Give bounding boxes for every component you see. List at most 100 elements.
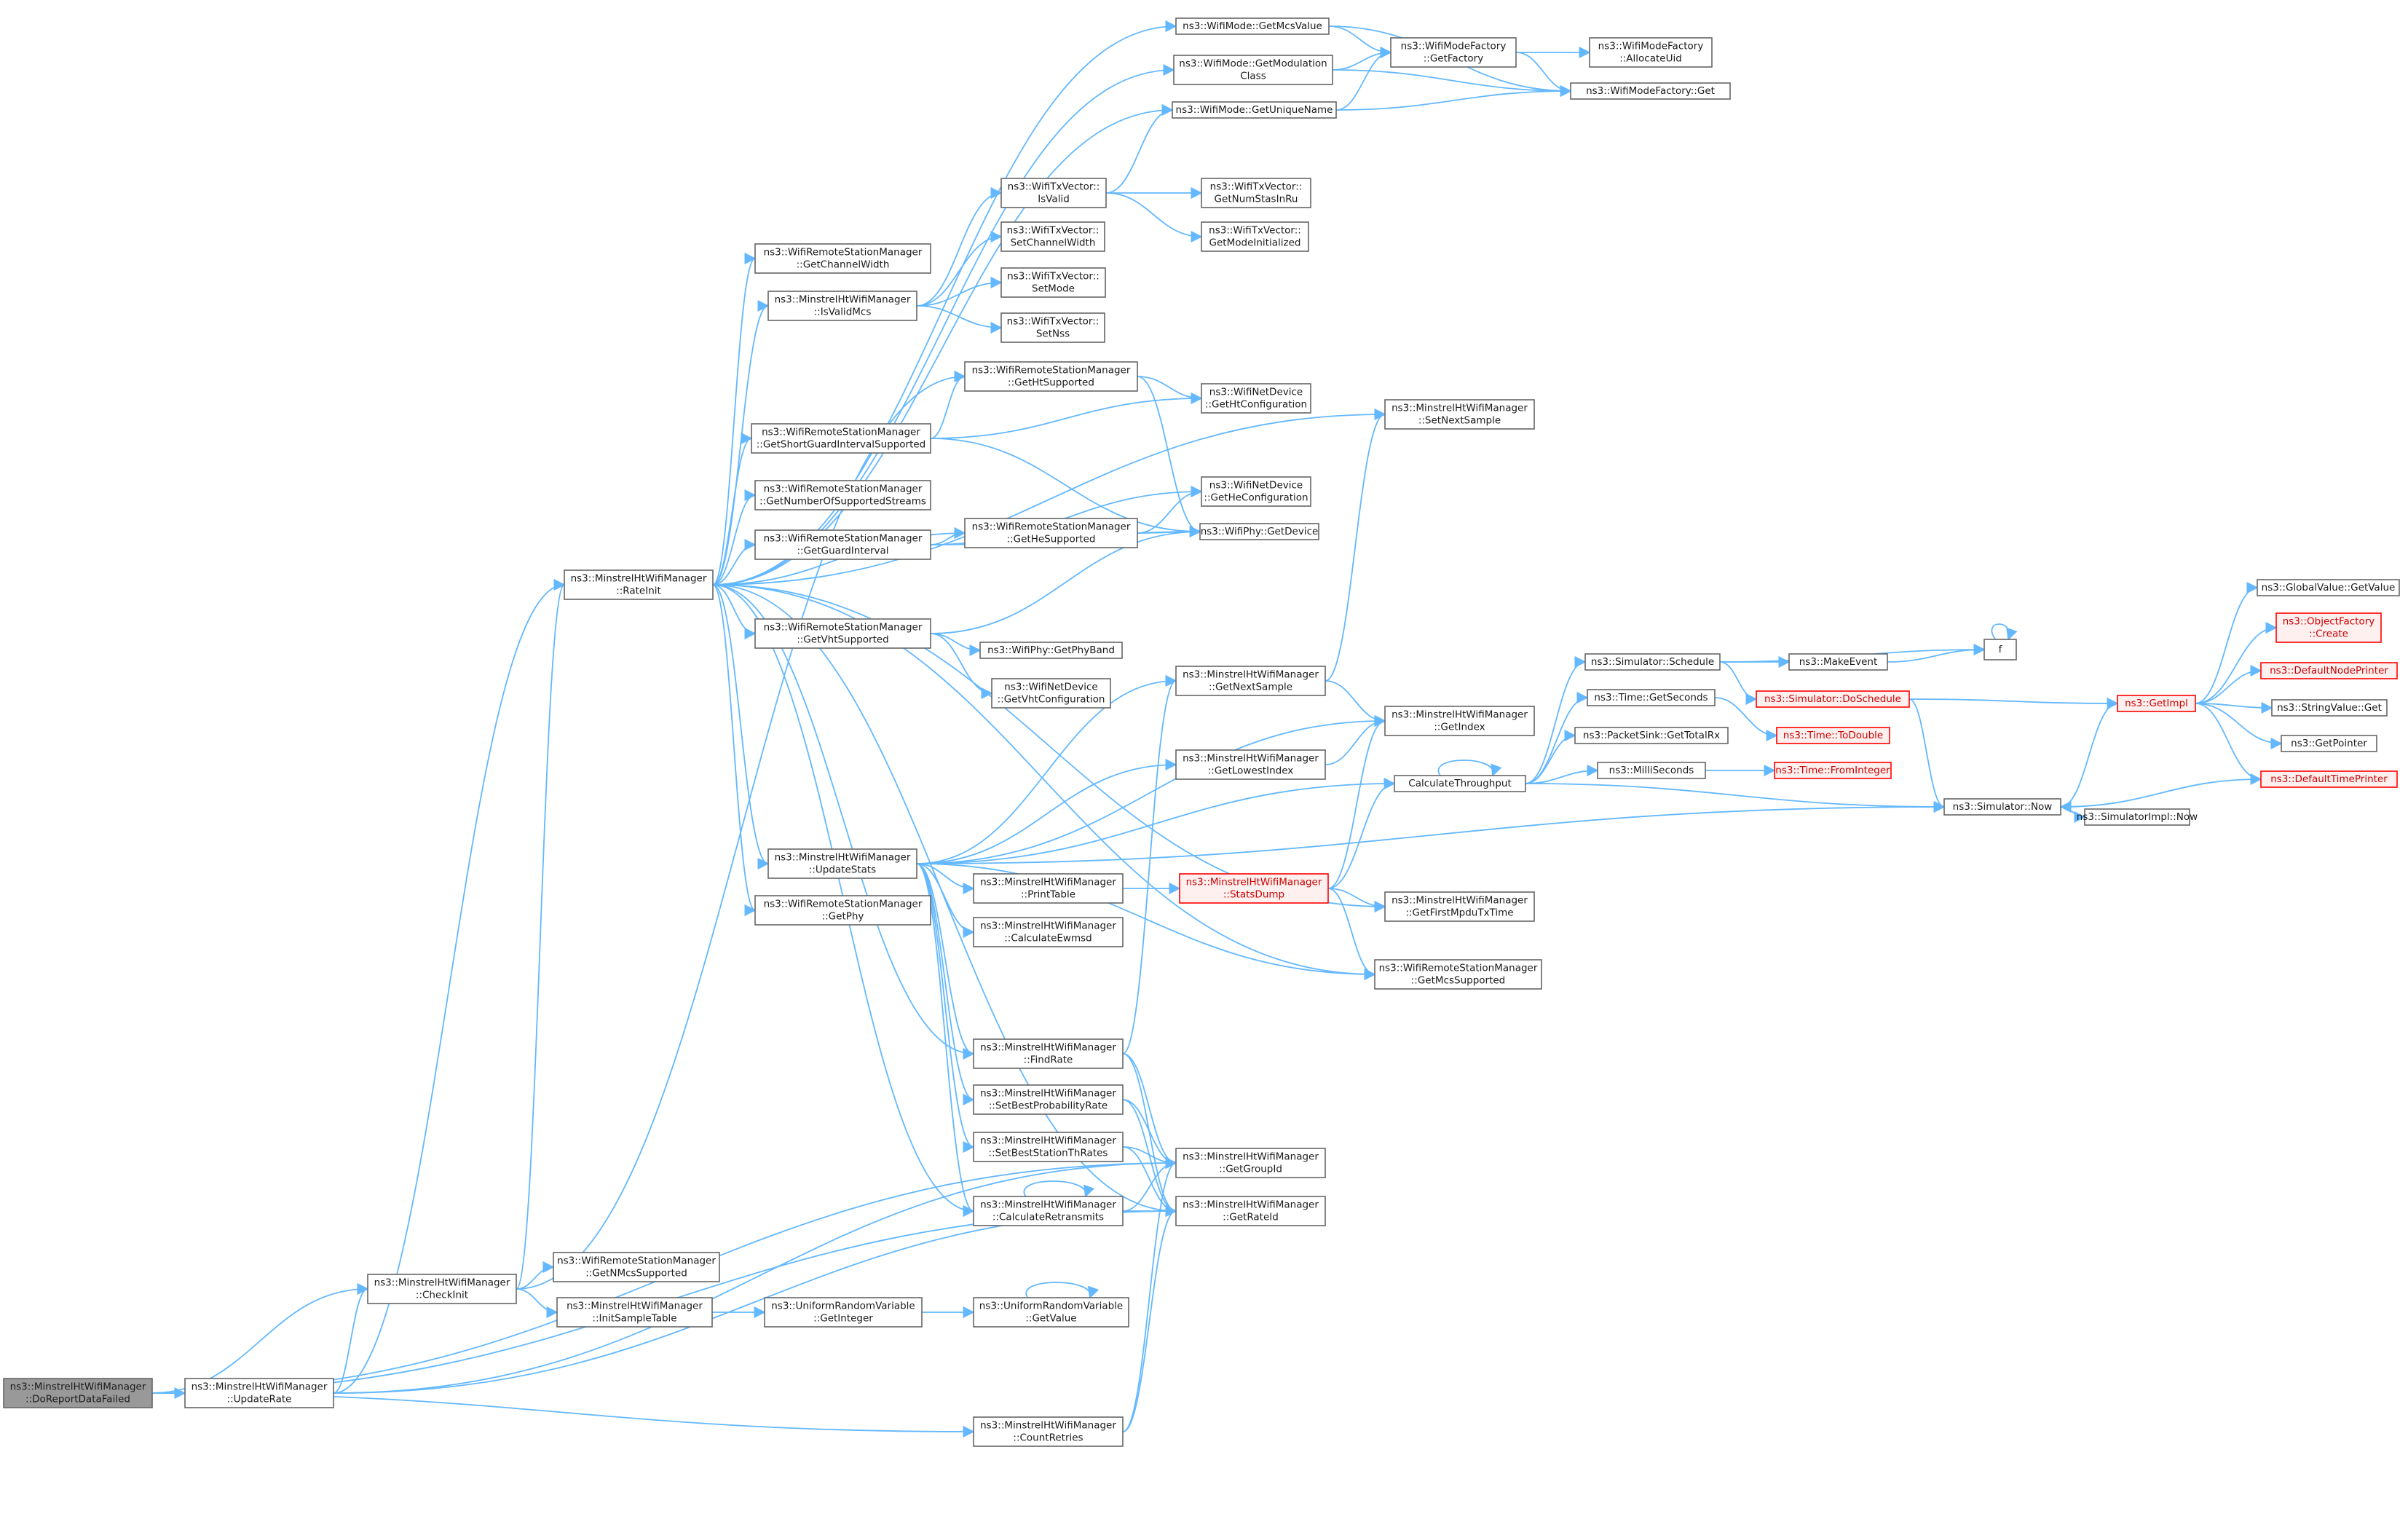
node-updatestats[interactable]: ns3::MinstrelHtWifiManager::UpdateStats (767, 848, 917, 879)
node-timegetsec[interactable]: ns3::Time::GetSeconds (1587, 689, 1716, 706)
node-box[interactable] (754, 480, 931, 510)
node-box[interactable] (2281, 735, 2377, 752)
node-box[interactable] (754, 618, 931, 649)
node-box[interactable] (3, 1378, 153, 1408)
node-countretries[interactable]: ns3::MinstrelHtWifiManager::CountRetries (973, 1416, 1124, 1447)
node-box[interactable] (1374, 959, 1542, 990)
node-box[interactable] (1175, 1148, 1326, 1178)
node-simnow[interactable]: ns3::Simulator::Now (1943, 798, 2061, 816)
node-getrateid[interactable]: ns3::MinstrelHtWifiManager::GetRateId (1175, 1196, 1326, 1226)
node-box[interactable] (1000, 178, 1107, 208)
node-getfirstmpdu[interactable]: ns3::MinstrelHtWifiManager::GetFirstMpdu… (1384, 891, 1535, 922)
node-box[interactable] (1756, 690, 1910, 708)
node-calcretrans[interactable]: ns3::MinstrelHtWifiManager::CalculateRet… (973, 1196, 1124, 1226)
node-getsgi[interactable]: ns3::WifiRemoteStationManager::GetShortG… (751, 423, 931, 454)
node-getlowest[interactable]: ns3::MinstrelHtWifiManager::GetLowestInd… (1175, 749, 1326, 780)
node-phyband[interactable]: ns3::WifiPhy::GetPhyBand (979, 642, 1123, 659)
node-box[interactable] (1201, 476, 1311, 507)
node-box[interactable] (184, 1378, 334, 1408)
node-txsetmode[interactable]: ns3::WifiTxVector::SetMode (1000, 267, 1106, 298)
node-box[interactable] (973, 873, 1124, 904)
node-timetodouble[interactable]: ns3::Time::ToDouble (1776, 727, 1890, 744)
node-rateinit[interactable]: ns3::MinstrelHtWifiManager::RateInit (564, 569, 714, 600)
node-focus[interactable]: ns3::MinstrelHtWifiManager::DoReportData… (3, 1378, 153, 1408)
node-box[interactable] (1000, 312, 1105, 343)
node-netvhtconf[interactable]: ns3::WifiNetDevice::GetVhtConfiguration (991, 678, 1111, 709)
node-getchwidth[interactable]: ns3::WifiRemoteStationManager::GetChanne… (754, 243, 931, 274)
node-box[interactable] (1384, 399, 1535, 430)
node-getnumstreams[interactable]: ns3::WifiRemoteStationManager::GetNumber… (754, 480, 931, 510)
node-box[interactable] (2275, 612, 2382, 643)
node-box[interactable] (1000, 221, 1105, 252)
node-box[interactable] (2117, 695, 2196, 712)
node-box[interactable] (1201, 178, 1311, 208)
node-getnmcs[interactable]: ns3::WifiRemoteStationManager::GetNMcsSu… (553, 1252, 720, 1282)
node-defnodeprinter[interactable]: ns3::DefaultNodePrinter (2260, 662, 2398, 679)
node-box[interactable] (1173, 55, 1333, 85)
node-box[interactable] (2271, 699, 2388, 717)
node-txmodeinit[interactable]: ns3::WifiTxVector::GetModeInitialized (1201, 221, 1309, 252)
node-box[interactable] (2257, 579, 2400, 596)
node-setbestprob[interactable]: ns3::MinstrelHtWifiManager::SetBestProba… (973, 1084, 1124, 1115)
node-box[interactable] (1943, 798, 2061, 816)
node-box[interactable] (1175, 749, 1326, 780)
node-box[interactable] (1776, 727, 1890, 744)
node-isvalidmcs[interactable]: ns3::MinstrelHtWifiManager::IsValidMcs (767, 291, 917, 321)
node-statsdump[interactable]: ns3::MinstrelHtWifiManager::StatsDump (1179, 873, 1329, 904)
node-phygetdev[interactable]: ns3::WifiPhy::GetDevice (1199, 523, 1319, 540)
node-box[interactable] (1175, 1196, 1326, 1226)
node-getnextsample[interactable]: ns3::MinstrelHtWifiManager::GetNextSampl… (1175, 666, 1326, 696)
node-box[interactable] (1175, 17, 1330, 35)
node-findrate[interactable]: ns3::MinstrelHtWifiManager::FindRate (973, 1038, 1124, 1069)
node-gethesup[interactable]: ns3::WifiRemoteStationManager::GetHeSupp… (964, 518, 1138, 548)
node-box[interactable] (1774, 762, 1892, 779)
node-box[interactable] (973, 1416, 1124, 1447)
node-getindex[interactable]: ns3::MinstrelHtWifiManager::GetIndex (1384, 706, 1535, 736)
node-setbestth[interactable]: ns3::MinstrelHtWifiManager::SetBestStati… (973, 1132, 1124, 1162)
node-box[interactable] (973, 1297, 1129, 1328)
node-txsetcw[interactable]: ns3::WifiTxVector::SetChannelWidth (1000, 221, 1105, 252)
node-box[interactable] (1394, 775, 1526, 792)
node-box[interactable] (2084, 808, 2190, 826)
node-box[interactable] (767, 848, 917, 879)
node-mfallocuid[interactable]: ns3::WifiModeFactory::AllocateUid (1589, 37, 1713, 68)
node-milliseconds[interactable]: ns3::MilliSeconds (1597, 762, 1706, 779)
node-box[interactable] (754, 895, 931, 926)
node-box[interactable] (564, 569, 714, 600)
node-packetsink[interactable]: ns3::PacketSink::GetTotalRx (1574, 727, 1729, 744)
node-box[interactable] (1983, 639, 2017, 660)
node-box[interactable] (754, 243, 931, 274)
node-box[interactable] (1175, 666, 1326, 696)
node-box[interactable] (751, 423, 931, 454)
node-box[interactable] (973, 1084, 1124, 1115)
node-getmcsvalue[interactable]: ns3::WifiMode::GetMcsValue (1175, 17, 1330, 35)
node-getpointer[interactable]: ns3::GetPointer (2281, 735, 2377, 752)
node-box[interactable] (764, 1297, 923, 1328)
node-box[interactable] (2260, 662, 2398, 679)
node-box[interactable] (1000, 267, 1106, 298)
node-txnumsta[interactable]: ns3::WifiTxVector::GetNumStasInRu (1201, 178, 1311, 208)
node-getgi[interactable]: ns3::WifiRemoteStationManager::GetGuardI… (754, 529, 931, 560)
node-txisvalid[interactable]: ns3::WifiTxVector::IsValid (1000, 178, 1107, 208)
node-getmcssup[interactable]: ns3::WifiRemoteStationManager::GetMcsSup… (1374, 959, 1542, 990)
node-txsetnss[interactable]: ns3::WifiTxVector::SetNss (1000, 312, 1105, 343)
node-stringvalue[interactable]: ns3::StringValue::Get (2271, 699, 2388, 717)
node-box[interactable] (1584, 653, 1721, 671)
node-calcthroughput[interactable]: CalculateThroughput (1394, 775, 1526, 792)
node-urvint[interactable]: ns3::UniformRandomVariable::GetInteger (764, 1297, 923, 1328)
node-box[interactable] (767, 291, 917, 321)
node-simschedule[interactable]: ns3::Simulator::Schedule (1584, 653, 1721, 671)
node-calcewmsd[interactable]: ns3::MinstrelHtWifiManager::CalculateEwm… (973, 917, 1124, 947)
node-nethtconf[interactable]: ns3::WifiNetDevice::GetHtConfiguration (1201, 383, 1311, 414)
node-getimpl[interactable]: ns3::GetImpl (2117, 695, 2196, 712)
node-box[interactable] (964, 518, 1138, 548)
node-box[interactable] (556, 1297, 713, 1328)
node-box[interactable] (973, 917, 1124, 947)
node-box[interactable] (1390, 37, 1517, 68)
node-simimplnow[interactable]: ns3::SimulatorImpl::Now (2077, 808, 2198, 826)
node-box[interactable] (1589, 37, 1713, 68)
node-box[interactable] (1199, 523, 1319, 540)
node-getphy[interactable]: ns3::WifiRemoteStationManager::GetPhy (754, 895, 931, 926)
node-gethtsup[interactable]: ns3::WifiRemoteStationManager::GetHtSupp… (964, 361, 1138, 392)
